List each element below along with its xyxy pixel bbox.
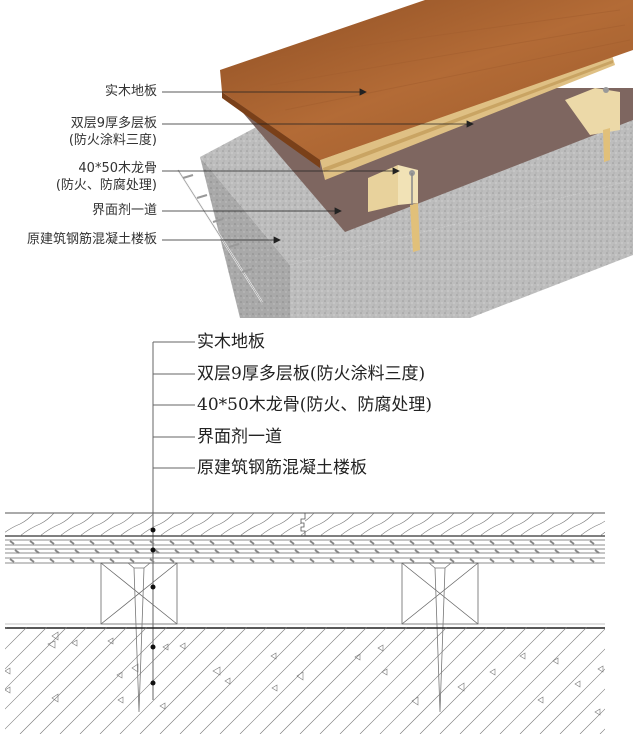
label-section-joist: 40*50木龙骨(防火、防腐处理) <box>197 395 433 415</box>
label-section-solid-wood-floor: 实木地板 <box>197 332 265 352</box>
floor-3d-illustration: 实木地板 双层9厚多层板 (防火涂料三度) 40*50木龙骨 (防火、防腐处理)… <box>0 0 633 318</box>
solid-wood-floor <box>220 0 633 168</box>
floor-3d-svg <box>162 0 633 318</box>
label-3d-plywood: 双层9厚多层板 (防火涂料三度) <box>68 116 157 148</box>
section-leader-dots <box>150 527 156 686</box>
section-concrete-slab <box>5 627 605 734</box>
floor-section-drawing: 实木地板 双层9厚多层板(防火涂料三度) 40*50木龙骨(防火、防腐处理) 界… <box>0 318 633 734</box>
leader-lines-3d <box>162 88 474 244</box>
section-joists <box>100 562 479 625</box>
section-leader-lines <box>152 341 195 700</box>
plywood-layers <box>320 55 615 180</box>
section-plywood <box>5 539 605 564</box>
label-section-concrete-slab: 原建筑钢筋混凝土楼板 <box>197 458 367 478</box>
label-section-interface-agent: 界面剂一道 <box>197 427 282 447</box>
section-svg <box>5 341 605 734</box>
section-wood-floor <box>5 512 605 537</box>
label-3d-interface-agent: 界面剂一道 <box>91 203 157 218</box>
section-anchors <box>127 562 452 713</box>
label-3d-solid-wood-floor: 实木地板 <box>104 84 157 99</box>
label-section-plywood: 双层9厚多层板(防火涂料三度) <box>197 364 426 384</box>
label-3d-joist: 40*50木龙骨 (防火、防腐处理) <box>55 161 157 193</box>
wood-joists <box>368 87 620 252</box>
label-3d-concrete-slab: 原建筑钢筋混凝土楼板 <box>26 232 157 247</box>
